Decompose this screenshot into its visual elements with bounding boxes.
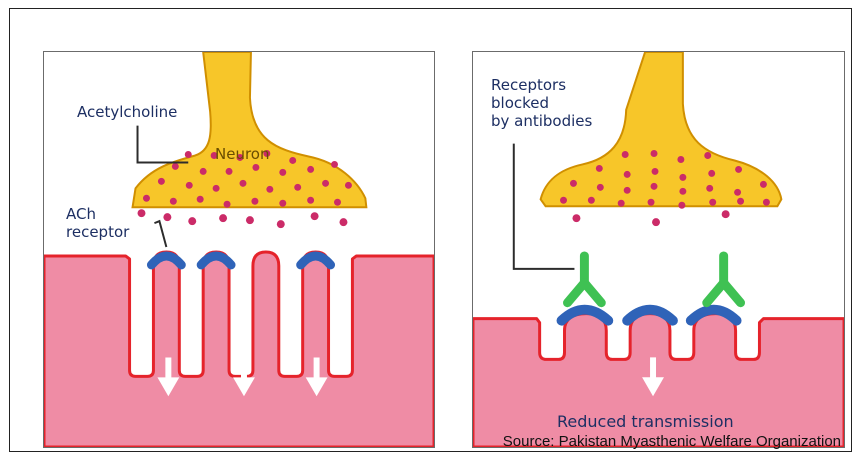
reduced-transmission-label: Reduced transmission <box>557 413 734 431</box>
left-panel: Acetylcholine Neuron ACh receptor <box>43 51 435 448</box>
neuron-label: Neuron <box>215 145 269 163</box>
antibodies <box>567 256 740 303</box>
antibody-icon <box>567 256 601 303</box>
acetylcholine-label: Acetylcholine <box>77 103 177 121</box>
neuron-shape <box>133 52 367 207</box>
antibody-icon <box>707 256 741 303</box>
source-caption: Source: Pakistan Myasthenic Welfare Orga… <box>503 433 841 450</box>
ach-receptor-label: ACh receptor <box>66 205 129 241</box>
right-panel: Receptors blocked by antibodies Reduced … <box>472 51 845 448</box>
muscle-membrane <box>44 252 434 447</box>
ach-receptors <box>151 256 330 265</box>
blocked-receptors-label: Receptors blocked by antibodies <box>491 76 592 130</box>
diagram-frame: Acetylcholine Neuron ACh receptor <box>9 8 852 452</box>
